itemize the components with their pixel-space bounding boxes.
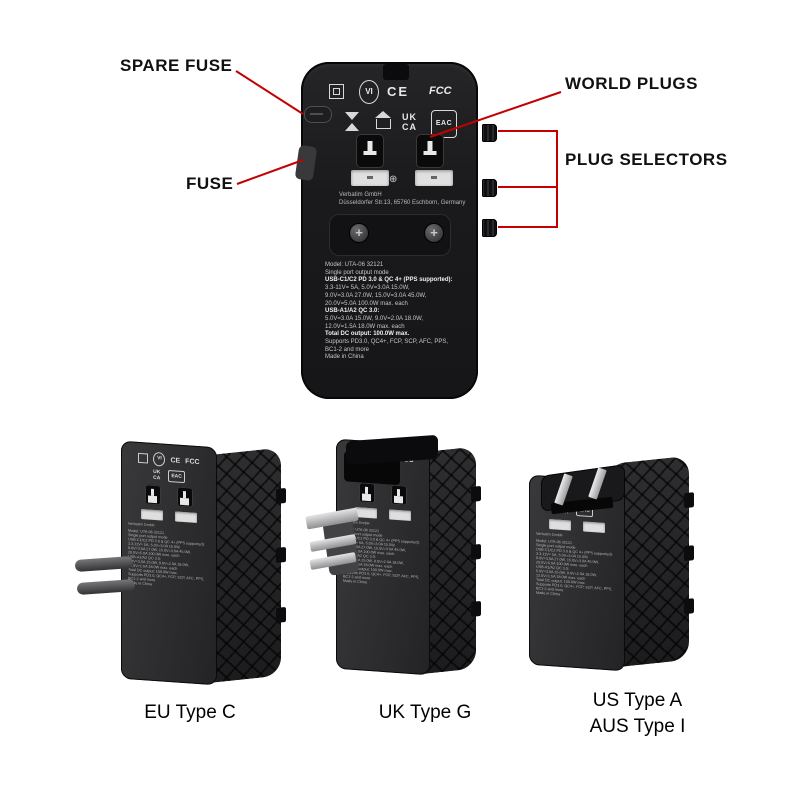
adapter-uk: VI CE FCC UK CA EAC Verbatim GmbH Model:… (305, 434, 502, 698)
vi-mark: VI (359, 80, 379, 104)
world-plug-slot-left[interactable] (356, 134, 384, 168)
spec-line: 9.0V=3.0A 27.0W, 15.0V=3.0A 45.0W, (325, 292, 427, 299)
label-spare-fuse: SPARE FUSE (120, 56, 233, 75)
house-icon (375, 111, 391, 129)
spec-line: USB-A1/A2 QC 3.0: (325, 308, 380, 315)
plug-selector-middle[interactable] (482, 179, 497, 197)
fuse-holder (294, 144, 318, 182)
mini-marks-row2: UK CA EAC (121, 467, 217, 486)
ce-mark: CE (387, 84, 410, 99)
caption-eu: EU Type C (144, 702, 236, 723)
world-plug-slot-right[interactable] (416, 134, 444, 168)
world-plug-slot (145, 484, 161, 506)
hourglass-icon (345, 112, 359, 131)
top-plug-opening (383, 64, 409, 80)
plug-selector-bottom[interactable] (482, 219, 497, 237)
spec-line: 3.3-11V= 5A, 5.0V=3.0A 15.0W, (325, 285, 410, 292)
adapter-back-view: VI CE FCC UK CA EAC ⊕ Verbatim GmbH Düss… (294, 62, 497, 399)
plug-selector-tab[interactable] (471, 543, 481, 560)
plug-selector-tab[interactable] (684, 491, 694, 508)
label-slot (583, 521, 605, 533)
spec-line: Model: UTA-06 32121 (325, 262, 384, 268)
plug-selector-top[interactable] (482, 124, 497, 142)
screw-left: + (349, 223, 369, 243)
label-slot (355, 507, 377, 519)
spec-text: Model: UTA-06 32121 Single port output m… (325, 262, 459, 362)
label-slot (141, 509, 163, 521)
world-plug-slot (391, 484, 407, 506)
adapter-us: VI CE FCC UK CA EAC Verbatim GmbH Model:… (515, 448, 705, 688)
box-symbol-icon (329, 84, 344, 99)
label-slot-left (351, 170, 389, 186)
label-slot (175, 511, 197, 523)
spec-line: Made in China (325, 354, 364, 361)
spec-line: 20.0V=5.0A 100.0W max. each (325, 300, 408, 307)
fcc-mark: FCC (429, 85, 452, 97)
plug-selector-tab[interactable] (276, 547, 286, 564)
ukca-mark: UK CA (402, 112, 417, 132)
spec-line: Single port output mode (325, 269, 389, 276)
plug-selector-tab[interactable] (276, 606, 286, 623)
spec-line: BC1-2 and more (325, 346, 370, 353)
world-plug-slot (359, 482, 375, 504)
label-world-plugs: WORLD PLUGS (565, 74, 698, 93)
plug-selector-tab[interactable] (684, 597, 694, 615)
spec-line: USB-C1/C2 PD 3.0 & QC 4+ (PPS supported)… (325, 277, 453, 284)
label-slot (389, 509, 411, 521)
spare-fuse-slot (304, 106, 332, 123)
adapter-eu-front: VI CE FCC UK CA EAC Verbatim GmbH Model:… (121, 440, 217, 686)
plug-selector-tab[interactable] (471, 601, 481, 618)
brand-name: Verbatim GmbH (339, 192, 382, 198)
spec-text: Model: UTA-06 32121 Single port output m… (128, 529, 205, 587)
spec-line: Supports PD3.0, QC4+, FCP, SCP, AFC, PPS… (325, 339, 448, 346)
label-plug-selectors: PLUG SELECTORS (565, 150, 728, 169)
mini-world-plug-slots (121, 483, 217, 510)
brand-address: Verbatim GmbH Düsseldorfer Str.13, 65760… (339, 191, 475, 207)
box-symbol-icon (138, 452, 149, 464)
label-slot-right (415, 170, 453, 186)
plus-circle-mark: ⊕ (389, 174, 398, 185)
screw-right: + (424, 223, 444, 243)
caption-us-aus: US Type A AUS Type I (589, 690, 686, 737)
spec-line: 12.0V=1.5A 18.0W max. each (325, 323, 405, 330)
label-slot (549, 519, 571, 531)
brand-address-line: Düsseldorfer Str.13, 65760 Eschborn, Ger… (339, 200, 466, 206)
label-fuse: FUSE (186, 174, 234, 193)
plug-selector-tab[interactable] (276, 487, 286, 505)
spec-line: Total DC output: 100.0W max. (325, 331, 410, 338)
plug-release-knob[interactable] (363, 141, 377, 155)
vi-mark: VI (153, 451, 166, 467)
mini-world-plug-slots (336, 481, 430, 508)
adapter-eu: VI CE FCC UK CA EAC Verbatim GmbH Model:… (74, 438, 286, 698)
world-plug-slot (177, 486, 193, 508)
plug-release-knob[interactable] (423, 141, 437, 155)
spec-text: Model: UTA-06 32121 Single port output m… (536, 539, 613, 597)
plug-selector-tab[interactable] (471, 485, 481, 502)
plug-selector-tab[interactable] (684, 544, 694, 561)
ukca-mark: UK CA (153, 468, 161, 482)
spec-line: 5.0V=3.0A 15.0W, 9.0V=2.0A 18.0W, (325, 315, 424, 322)
caption-uk: UK Type G (378, 702, 472, 723)
eac-mark: EAC (168, 469, 185, 484)
ce-mark: CE (170, 456, 181, 465)
fcc-mark: FCC (185, 457, 200, 466)
